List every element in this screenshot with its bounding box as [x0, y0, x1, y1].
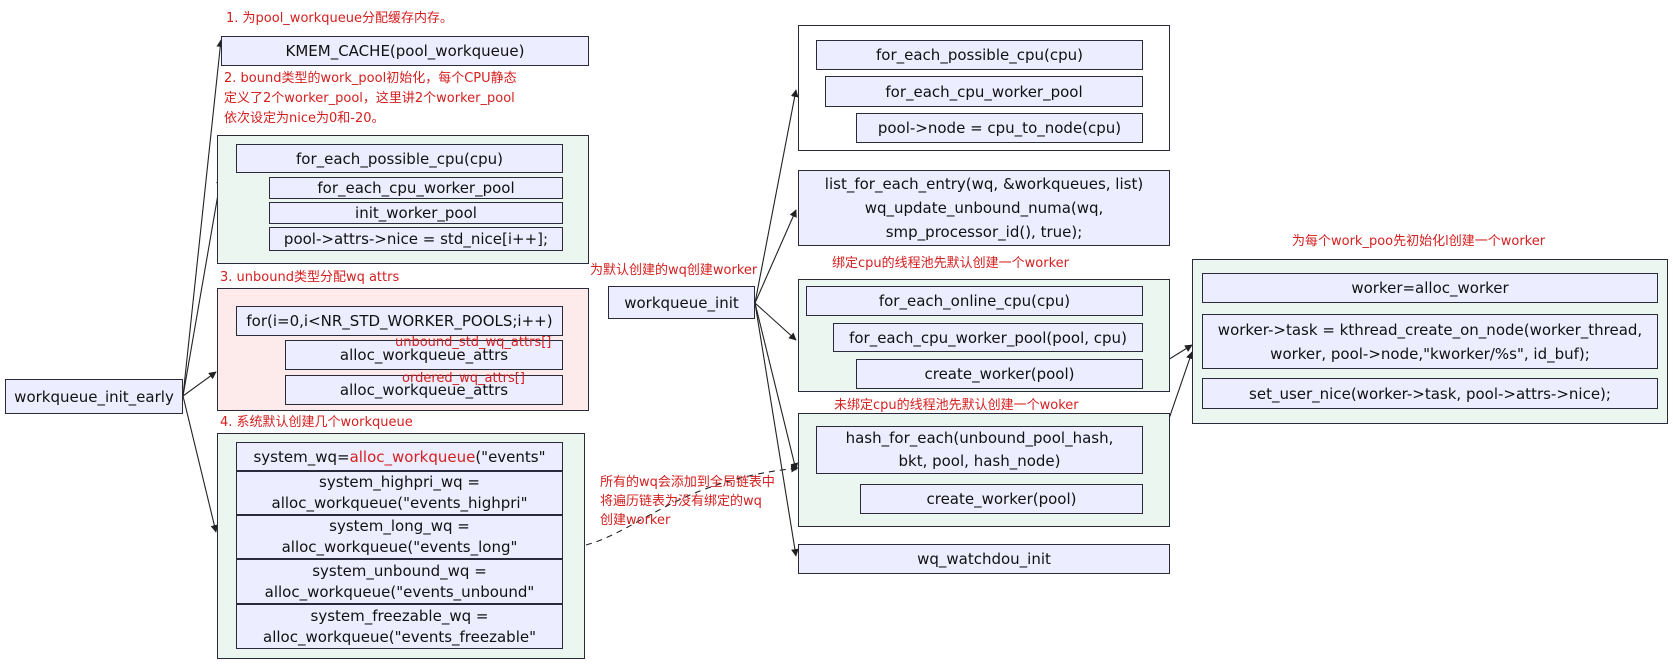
node-workqueue-init-early: workqueue_init_early	[5, 379, 183, 414]
node-r2-each-pool: for_each_cpu_worker_pool(pool, cpu)	[833, 323, 1143, 352]
node-system-wq: system_wq=alloc_workqueue("events"	[236, 442, 563, 471]
note-ordered: ordered_wq_attrs[]	[402, 371, 525, 386]
task-line2: worker, pool->node,"kworker/%s", id_buf)…	[1270, 344, 1590, 363]
node-u-alloc1: alloc_workqueue_attrs	[285, 340, 563, 370]
node-u-alloc2: alloc_workqueue_attrs	[285, 375, 563, 405]
arrow-init-to-hash	[754, 302, 799, 471]
highpri-line2: alloc_workqueue("events_highpri"	[271, 494, 528, 512]
long-line2: alloc_workqueue("events_long"	[281, 538, 518, 556]
node-r1-possible: for_each_possible_cpu(cpu)	[816, 40, 1143, 70]
node-workqueue-init: workqueue_init	[608, 286, 755, 319]
node-system-freezable-wq: system_freezable_wq = alloc_workqueue("e…	[236, 604, 563, 649]
note-global-line3: 创建worker	[600, 513, 671, 528]
arrow-init-to-list	[754, 209, 797, 304]
dashed-global-link	[585, 464, 799, 546]
node-r1-each-pool: for_each_cpu_worker_pool	[825, 76, 1143, 107]
system-wq-suffix: ("events"	[475, 447, 546, 466]
node-b-nice: pool->attrs->nice = std_nice[i++];	[269, 227, 563, 251]
arrow-early-to-syswq	[182, 395, 219, 533]
arrow-init-to-possible	[754, 89, 799, 304]
note-2-line1: 2. bound类型的work_pool初始化，每个CPU静态	[224, 71, 517, 86]
node-system-highpri-wq: system_highpri_wq = alloc_workqueue("eve…	[236, 471, 563, 515]
note-unbound-pool: 未绑定cpu的线程池先默认创建一个woker	[834, 398, 1079, 413]
note-create-wq: 为默认创建的wq创建worker	[590, 263, 758, 278]
node-w-nice: set_user_nice(worker->task, pool->attrs-…	[1202, 378, 1658, 409]
node-list-for-each-entry: list_for_each_entry(wq, &workqueues, lis…	[798, 170, 1170, 246]
unbound-line2: alloc_workqueue("events_unbound"	[264, 582, 535, 601]
hash-line1: hash_for_each(unbound_pool_hash,	[845, 429, 1114, 447]
unbound-line1: system_unbound_wq =	[312, 561, 487, 580]
system-wq-fn: alloc_workqueue	[349, 447, 476, 466]
arrow-init-to-online	[754, 302, 797, 341]
freezable-line2: alloc_workqueue("events_freezable"	[263, 627, 536, 646]
note-global-line1: 所有的wq会添加到全局链表中	[600, 475, 775, 490]
hash-line2: bkt, pool, hash_node)	[898, 452, 1061, 470]
highpri-line1: system_highpri_wq =	[319, 473, 480, 491]
node-u-for: for(i=0,i<NR_STD_WORKER_POOLS;i++)	[236, 306, 563, 336]
node-watchdog: wq_watchdou_init	[798, 544, 1170, 574]
note-4: 4. 系统默认创建几个workqueue	[220, 415, 413, 430]
list-line1: list_for_each_entry(wq, &workqueues, lis…	[824, 175, 1144, 193]
arrow-init-to-watchdog	[754, 302, 799, 557]
node-r3-create: create_worker(pool)	[860, 484, 1143, 514]
task-line1: worker->task = kthread_create_on_node(wo…	[1217, 320, 1643, 339]
list-line3: smp_processor_id(), true);	[885, 223, 1083, 241]
node-kmem-cache: KMEM_CACHE(pool_workqueue)	[221, 36, 589, 66]
node-r2-create: create_worker(pool)	[856, 359, 1143, 389]
note-global-line2: 将遍历链表为没有绑定的wq	[600, 494, 762, 509]
note-per-pool: 为每个work_poo先初始化l创建一个worker	[1292, 234, 1546, 249]
note-2-line2: 定义了2个worker_pool，这里讲2个worker_pool	[224, 91, 515, 106]
note-2-line3: 依次设定为nice为0和-20。	[224, 111, 385, 126]
node-r3-hash: hash_for_each(unbound_pool_hash, bkt, po…	[816, 426, 1143, 474]
long-line1: system_long_wq =	[329, 517, 470, 535]
note-unbound-std: unbound_std_wq_attrs[]	[395, 335, 552, 350]
node-w-alloc: worker=alloc_worker	[1202, 273, 1658, 303]
arrow-early-to-kmem	[182, 39, 225, 397]
node-system-long-wq: system_long_wq = alloc_workqueue("events…	[236, 515, 563, 559]
list-line2: wq_update_unbound_numa(wq,	[864, 199, 1104, 217]
note-bound-pool: 绑定cpu的线程池先默认创建一个worker	[832, 256, 1069, 271]
node-b-possible: for_each_possible_cpu(cpu)	[236, 144, 563, 173]
node-r2-online: for_each_online_cpu(cpu)	[806, 286, 1143, 316]
node-w-task: worker->task = kthread_create_on_node(wo…	[1202, 314, 1658, 369]
node-r1-node: pool->node = cpu_to_node(cpu)	[856, 113, 1143, 143]
node-system-unbound-wq: system_unbound_wq = alloc_workqueue("eve…	[236, 559, 563, 604]
arrow-early-to-bound	[182, 176, 224, 397]
arrow-early-to-unbound	[182, 371, 217, 397]
note-1: 1. 为pool_workqueue分配缓存内存。	[226, 11, 453, 26]
system-wq-prefix: system_wq=	[253, 447, 350, 466]
node-b-each-pool: for_each_cpu_worker_pool	[269, 177, 563, 199]
node-b-init-pool: init_worker_pool	[269, 202, 563, 224]
freezable-line1: system_freezable_wq =	[310, 606, 489, 625]
note-3: 3. unbound类型分配wq attrs	[220, 270, 400, 285]
